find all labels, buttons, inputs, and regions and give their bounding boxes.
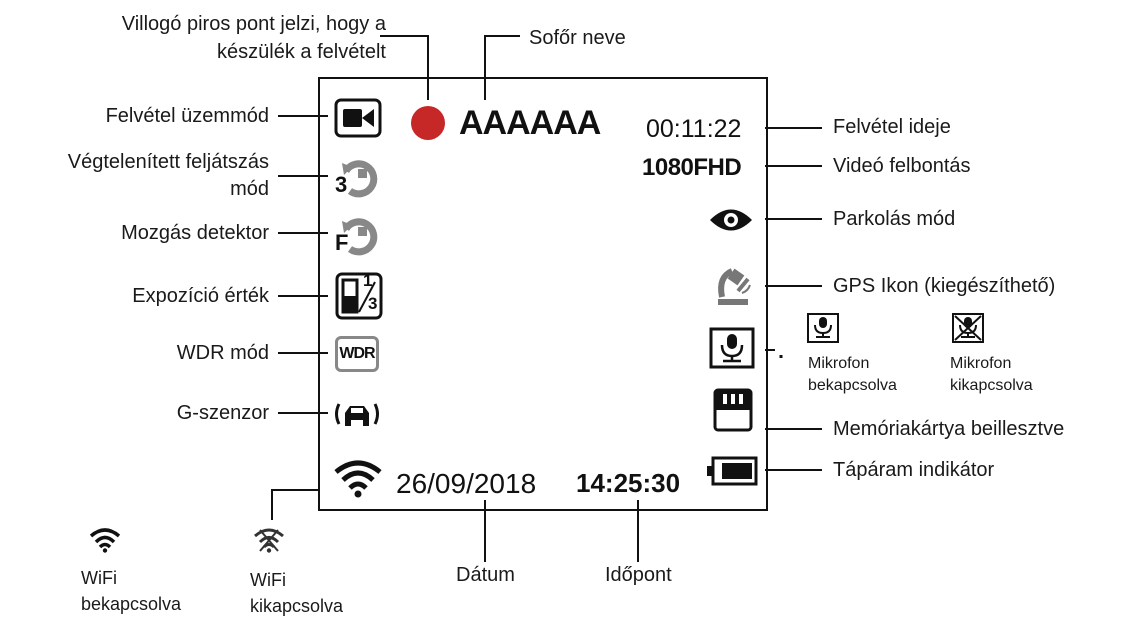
microphone-on-icon bbox=[709, 327, 755, 369]
label-g-sensor: G-szenzor bbox=[176, 402, 269, 424]
battery-icon bbox=[707, 456, 758, 486]
label-date: Dátum bbox=[456, 564, 515, 586]
label-wifi-on-2: bekapcsolva bbox=[81, 594, 182, 614]
label-wdr-mode: WDR mód bbox=[176, 342, 269, 364]
label-wifi-on-1: WiFi bbox=[81, 568, 117, 588]
wifi-on-legend-icon bbox=[89, 528, 121, 553]
recording-dot bbox=[411, 106, 445, 140]
exposure-numerator: 1 bbox=[363, 271, 373, 290]
device-screen bbox=[318, 77, 768, 511]
label-loop-mode-2: mód bbox=[230, 178, 269, 200]
exposure-icon bbox=[335, 272, 383, 320]
recording-time-text: 00:11:22 bbox=[646, 115, 742, 143]
memory-card-icon bbox=[713, 388, 753, 432]
label-exposure: Expozíció érték bbox=[132, 285, 269, 307]
label-mic-on-2: bekapcsolva bbox=[808, 377, 897, 394]
label-recording-dot-1: Villogó piros pont jelzi, hogy a bbox=[121, 13, 386, 35]
exposure-denominator: 3 bbox=[368, 294, 378, 313]
loop-value-text: 3 bbox=[335, 172, 348, 197]
wifi-off-legend-icon bbox=[254, 528, 284, 553]
time-text: 14:25:30 bbox=[576, 468, 681, 498]
resolution-text: 1080FHD bbox=[642, 154, 742, 181]
eye-icon bbox=[710, 209, 752, 231]
motion-detection-icon bbox=[342, 218, 378, 256]
label-gps-icon: GPS Ikon (kiegészíthető) bbox=[833, 275, 1056, 297]
label-battery: Tápáram indikátor bbox=[833, 459, 995, 481]
g-sensor-car-icon bbox=[335, 403, 379, 426]
driver-name-text: AAAAAA bbox=[459, 104, 601, 142]
video-camera-icon bbox=[334, 98, 382, 138]
motion-value-text: F bbox=[335, 230, 349, 255]
label-memory-card: Memóriakártya beillesztve bbox=[833, 418, 1065, 440]
label-parking-mode: Parkolás mód bbox=[833, 208, 956, 230]
label-recording-time: Felvétel ideje bbox=[833, 116, 951, 138]
gps-satellite-icon bbox=[718, 268, 751, 305]
microphone-on-legend-icon bbox=[807, 313, 839, 343]
label-recording-dot-2: készülék a felvételt bbox=[217, 41, 386, 63]
microphone-off-legend-icon bbox=[952, 313, 984, 343]
label-recording-mode: Felvétel üzemmód bbox=[105, 105, 269, 127]
label-driver-name: Sofőr neve bbox=[529, 27, 626, 49]
label-loop-mode-1: Végtelenített feljátszás bbox=[67, 151, 269, 173]
label-mic-off-2: kikapcsolva bbox=[950, 377, 1033, 394]
label-motion-detector: Mozgás detektor bbox=[121, 222, 269, 244]
loop-recording-icon bbox=[342, 160, 378, 198]
wifi-icon bbox=[334, 460, 382, 498]
label-wifi-off-1: WiFi bbox=[250, 570, 286, 590]
wdr-badge: WDR bbox=[335, 336, 379, 372]
label-mic-on-1: Mikrofon bbox=[808, 355, 870, 372]
label-wifi-off-2: kikapcsolva bbox=[250, 596, 344, 616]
label-mic-off-1: Mikrofon bbox=[950, 355, 1012, 372]
label-resolution: Videó felbontás bbox=[833, 155, 971, 177]
date-text: 26/09/2018 bbox=[396, 468, 537, 499]
label-time: Időpont bbox=[605, 564, 672, 586]
